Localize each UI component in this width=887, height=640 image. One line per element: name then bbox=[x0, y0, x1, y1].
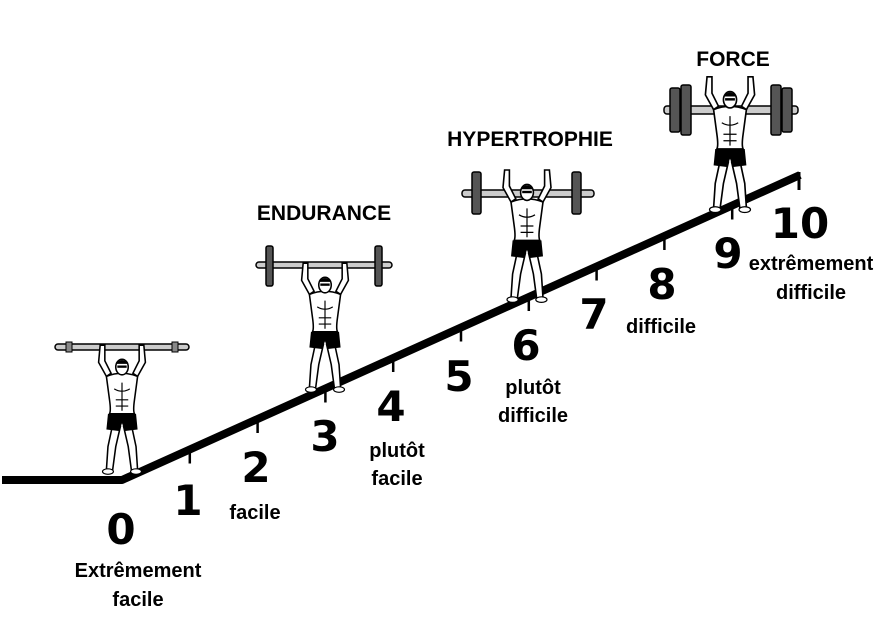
level-7-number: 7 bbox=[579, 290, 608, 339]
level-10-number: 10 bbox=[771, 199, 829, 248]
level-10-label-line2: difficile bbox=[776, 282, 846, 304]
lifter-force-illustration bbox=[663, 75, 799, 214]
phase-hypertrophie-label: HYPERTROPHIE bbox=[447, 128, 613, 151]
level-0-number: 0 bbox=[106, 505, 135, 554]
level-0-label-line1: Extrêmement bbox=[75, 560, 202, 582]
phase-endurance-label: ENDURANCE bbox=[257, 202, 391, 225]
level-8-label: difficile bbox=[626, 316, 696, 338]
level-0-label-line2: facile bbox=[112, 589, 163, 611]
lifter-endurance-illustration bbox=[255, 245, 393, 394]
level-6-label-line2: difficile bbox=[498, 405, 568, 427]
level-ticks bbox=[188, 207, 734, 464]
level-1-number: 1 bbox=[173, 476, 202, 525]
level-8-number: 8 bbox=[647, 260, 676, 309]
phase-force-label: FORCE bbox=[696, 48, 770, 71]
lifter-empty-bar-illustration bbox=[54, 341, 190, 476]
lifter-hypertrophie-illustration bbox=[461, 169, 595, 304]
level-4-number: 4 bbox=[376, 382, 405, 431]
level-5-number: 5 bbox=[444, 352, 473, 401]
level-6-number: 6 bbox=[511, 321, 540, 370]
level-4-label-line2: facile bbox=[371, 468, 422, 490]
effort-ramp-line bbox=[2, 171, 802, 484]
level-2-label: facile bbox=[229, 502, 280, 524]
level-3-number: 3 bbox=[310, 412, 339, 461]
level-10-label-line1: extrêmement bbox=[749, 253, 874, 275]
level-2-number: 2 bbox=[241, 443, 270, 492]
level-6-label-line1: plutôt bbox=[505, 377, 561, 399]
level-9-number: 9 bbox=[713, 229, 742, 278]
level-4-label-line1: plutôt bbox=[369, 440, 425, 462]
